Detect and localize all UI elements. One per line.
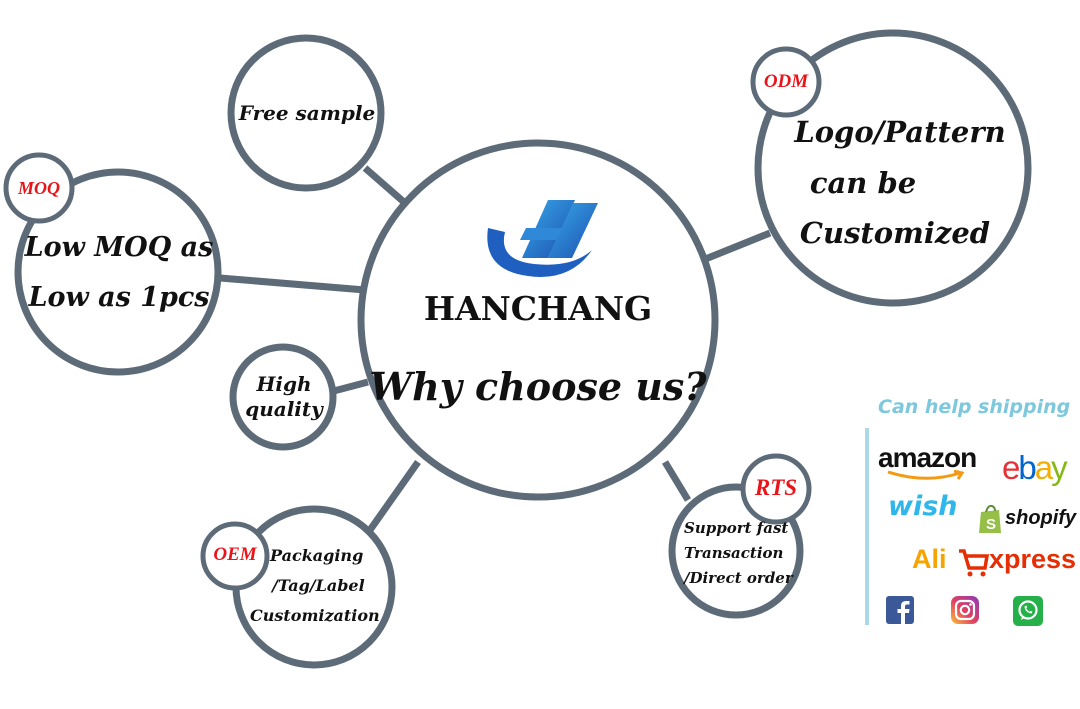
moq-tag: MOQ <box>17 178 60 198</box>
odm-circle <box>754 29 1032 307</box>
hanchang-logo <box>487 200 598 277</box>
shopify-logo: S shopify <box>978 505 1080 537</box>
oem-tag-circle <box>200 521 270 591</box>
high-quality-circle <box>229 343 337 451</box>
rts-line2: Transaction <box>684 544 784 562</box>
connector-lines <box>219 165 772 533</box>
high-quality-line2: quality <box>245 397 323 421</box>
shipping-title: Can help shipping <box>878 396 1071 418</box>
free-sample-circle <box>227 34 385 192</box>
oem-line2: /Tag/Label <box>272 576 365 595</box>
facebook-icon <box>886 596 914 624</box>
odm-line1: Logo/Pattern <box>794 115 1006 149</box>
moq-line1: Low MOQ as <box>24 232 214 263</box>
wish-logo: wish <box>888 491 958 522</box>
shopify-bag-icon: S <box>979 505 1001 533</box>
aliexpress-logo: Ali xpress <box>912 542 1080 580</box>
whatsapp-icon <box>1013 596 1043 626</box>
moq-line2: Low as 1pcs <box>28 282 210 313</box>
center-circle <box>357 139 719 501</box>
ebay-logo: ebay <box>1002 449 1068 486</box>
brand-name: HANCHANG <box>423 289 653 328</box>
shipping-divider <box>865 428 869 625</box>
oem-line3: Customization <box>250 606 380 625</box>
odm-line3: Customized <box>799 216 991 250</box>
rts-line1: Support fast <box>684 519 789 537</box>
free-sample-label: Free sample <box>238 101 376 125</box>
instagram-icon <box>951 596 979 624</box>
high-quality-line1: High <box>256 372 312 396</box>
svg-text:S: S <box>986 516 996 533</box>
rts-tag-circle <box>740 453 812 525</box>
odm-tag: ODM <box>763 71 809 92</box>
shipping-panel: Can help shipping amazon ebay wish S sho… <box>862 395 1080 630</box>
headline: Why choose us? <box>369 364 707 409</box>
rts-line3: /Direct order <box>684 569 793 587</box>
oem-line1: Packaging <box>270 546 364 565</box>
moq-tag-circle <box>3 152 75 224</box>
odm-tag-circle <box>750 46 822 118</box>
amazon-logo: amazon <box>878 442 994 482</box>
cart-icon <box>959 549 989 577</box>
odm-line2: can be <box>809 166 917 200</box>
moq-circle <box>14 168 222 376</box>
rts-tag: RTS <box>754 475 798 500</box>
oem-tag: OEM <box>213 544 257 565</box>
